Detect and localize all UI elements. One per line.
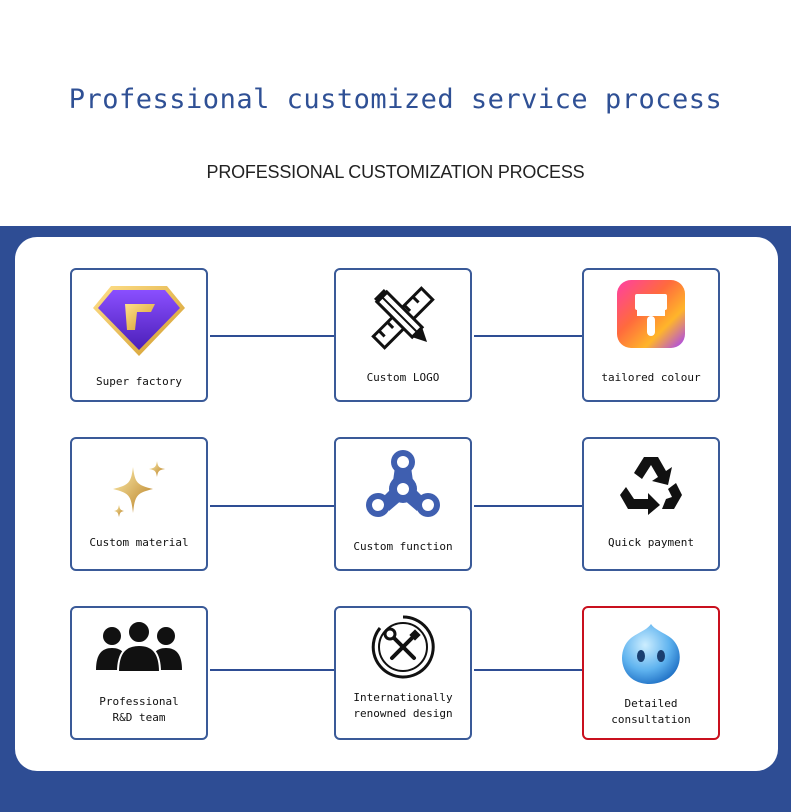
step-label: Professional R&D team bbox=[99, 695, 179, 724]
step-label: Quick payment bbox=[607, 536, 695, 549]
step-label: Internationally renowned design bbox=[353, 691, 453, 720]
step-label: Detailed consultation bbox=[611, 697, 691, 726]
chat-bubble-icon bbox=[584, 620, 718, 688]
step-card-custom-material[interactable]: Custom material bbox=[70, 437, 208, 571]
step-label: tailored colour bbox=[601, 371, 701, 384]
team-icon bbox=[72, 618, 206, 672]
step-label: Custom material bbox=[89, 536, 189, 549]
connector-line bbox=[210, 335, 334, 337]
step-label: Super factory bbox=[95, 375, 183, 388]
step-label: Custom function bbox=[353, 540, 453, 553]
pencil-ruler-icon bbox=[336, 282, 470, 354]
paint-brush-icon bbox=[584, 278, 718, 350]
tools-icon bbox=[336, 614, 470, 680]
step-card-custom-function[interactable]: Custom function bbox=[334, 437, 472, 571]
step-card-detailed-consultation[interactable]: Detailed consultation bbox=[582, 606, 720, 740]
step-card-quick-payment[interactable]: Quick payment bbox=[582, 437, 720, 571]
connector-line bbox=[474, 335, 582, 337]
page-title: Professional customized service process bbox=[68, 84, 723, 115]
fidget-spinner-icon bbox=[336, 449, 470, 521]
connector-line bbox=[474, 669, 582, 671]
step-label: Custom LOGO bbox=[366, 371, 440, 384]
page-subtitle: PROFESSIONAL CUSTOMIZATION PROCESS bbox=[206, 162, 585, 182]
superman-diamond-icon bbox=[72, 282, 206, 358]
connector-line bbox=[474, 505, 582, 507]
connector-line bbox=[210, 505, 334, 507]
connector-line bbox=[210, 669, 334, 671]
step-card-rd-team[interactable]: Professional R&D team bbox=[70, 606, 208, 740]
step-card-renowned-design[interactable]: Internationally renowned design bbox=[334, 606, 472, 740]
step-card-custom-logo[interactable]: Custom LOGO bbox=[334, 268, 472, 402]
sparkle-icon bbox=[72, 457, 206, 521]
recycle-icon bbox=[584, 453, 718, 517]
step-card-tailored-colour[interactable]: tailored colour bbox=[582, 268, 720, 402]
step-card-super-factory[interactable]: Super factory bbox=[70, 268, 208, 402]
